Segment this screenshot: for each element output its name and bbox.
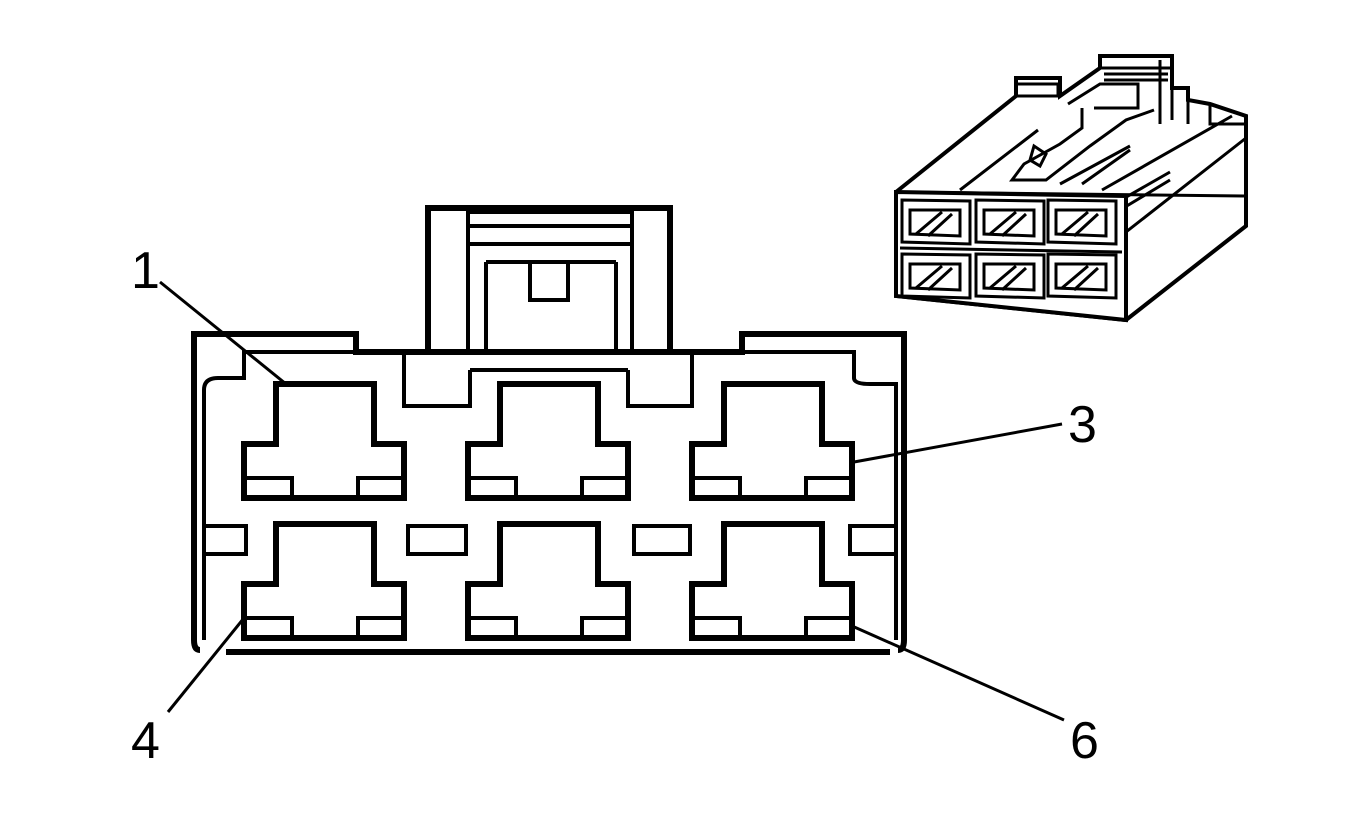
- terminal-cavity-6: [689, 521, 855, 641]
- terminal-cavity-4: [241, 521, 407, 641]
- locking-tab: [425, 205, 673, 352]
- pin-label-1: 1: [131, 242, 160, 300]
- terminal-cavity-3: [689, 381, 855, 501]
- leader-line-pin6: [851, 624, 1065, 722]
- terminal-cavity-5: [465, 521, 631, 641]
- row-divider-blocks: [202, 524, 898, 556]
- iso-cavity-4: [900, 252, 972, 300]
- leader-line-pin3: [853, 422, 1063, 464]
- pin-label-4: 4: [131, 712, 160, 770]
- iso-cavity-3: [1046, 198, 1118, 246]
- terminal-cavity-1: [241, 381, 407, 501]
- pin-label-3: 3: [1068, 396, 1097, 454]
- iso-cavity-1: [900, 198, 972, 246]
- isometric-terminal-cavities: [900, 198, 1118, 300]
- connector-isometric-view: [894, 54, 1248, 323]
- iso-cavity-6: [1046, 252, 1118, 300]
- pin-label-6: 6: [1070, 712, 1099, 770]
- leader-lines: [159, 280, 1065, 722]
- terminal-cavities: [241, 381, 855, 641]
- terminal-cavity-2: [465, 381, 631, 501]
- leader-line-pin4: [166, 617, 246, 713]
- iso-cavity-5: [974, 252, 1046, 300]
- leader-line-pin1: [159, 280, 287, 386]
- iso-cavity-2: [974, 198, 1046, 246]
- connector-front-view: 1 3 4 6: [131, 205, 1099, 770]
